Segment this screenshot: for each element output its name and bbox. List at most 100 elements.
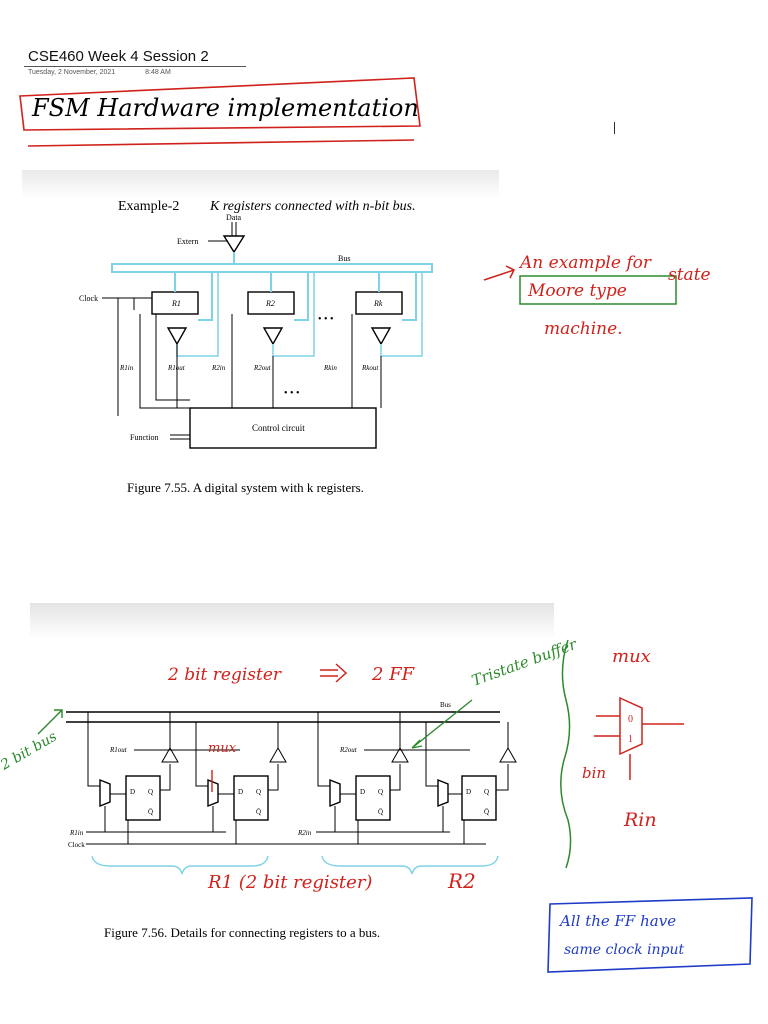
two-ff-note: 2 FF xyxy=(371,664,416,685)
fig1-r1out: R1out xyxy=(167,364,186,372)
fig2-r2-brace xyxy=(321,855,499,875)
svg-text:Q̄: Q̄ xyxy=(484,808,489,816)
arrow-icon xyxy=(483,265,516,281)
fig1-caption: Figure 7.55. A digital system with k reg… xyxy=(127,480,364,495)
fig2-mux-3 xyxy=(329,778,341,808)
fig1-r1-label: R1 xyxy=(171,299,181,308)
heading-text: FSM Hardware implementation xyxy=(31,94,419,122)
page-time: 8:48 AM xyxy=(145,69,171,76)
fig1-rk-tristate xyxy=(370,327,392,346)
fig2-tristate-2 xyxy=(269,746,287,763)
fig1-data-label: Data xyxy=(226,213,242,222)
fig1-function-label: Function xyxy=(130,433,158,442)
svg-text:D: D xyxy=(130,788,135,796)
svg-text:0: 0 xyxy=(628,714,633,725)
fig1-control-circuit xyxy=(189,407,377,449)
rin-note: Rin xyxy=(623,809,657,831)
fig2-r2out: R2out xyxy=(339,746,358,754)
fig1-extern-buffer xyxy=(222,235,246,254)
figure-7-56-annotations: 2 bit register 2 FF mux R1 (2 bit regist… xyxy=(167,646,684,893)
bin-note: bin xyxy=(582,764,606,782)
fig1-bus-label: Bus xyxy=(338,254,350,263)
fig2-r1-brace xyxy=(91,855,269,875)
r1-register-note: R1 (2 bit register) xyxy=(207,872,372,893)
fig1-extern-label: Extern xyxy=(177,237,198,246)
moore-note-boxed: Moore type xyxy=(527,281,627,301)
fig1-r2in: R2in xyxy=(211,364,226,372)
svg-text:D: D xyxy=(360,788,365,796)
fig2-tristate-4 xyxy=(499,746,517,763)
svg-text:Q: Q xyxy=(484,788,489,796)
svg-text:Q̄: Q̄ xyxy=(378,808,383,816)
figure-7-55-diagram: Example-2 K registers connected with n-b… xyxy=(79,199,433,495)
fig2-clock-label: Clock xyxy=(68,841,85,849)
figure-7-56-diagram: Bus R1out R2out D Q Q̄ D Q Q̄ D Q Q̄ D Q… xyxy=(66,701,517,940)
heading-annotation: FSM Hardware implementation xyxy=(19,77,421,147)
fig2-mux-4 xyxy=(437,778,449,808)
fig2-r1in: R1in xyxy=(69,829,84,837)
fig1-dots-1: • • • xyxy=(318,314,334,325)
heading-underline xyxy=(27,139,415,147)
svg-text:D: D xyxy=(238,788,243,796)
moore-note-line2: state xyxy=(668,265,711,285)
heading-box xyxy=(19,77,421,131)
implies-arrow-icon xyxy=(320,663,348,683)
svg-text:1: 1 xyxy=(628,734,633,745)
fig1-clock-label: Clock xyxy=(79,294,98,303)
svg-text:Q: Q xyxy=(148,788,153,796)
mux-note-small: mux xyxy=(208,741,237,756)
fig2-r1out: R1out xyxy=(109,746,128,754)
fig1-r2-label: R2 xyxy=(265,299,275,308)
title-divider xyxy=(24,66,246,67)
fig1-bus xyxy=(111,263,433,273)
clock-note-line1: All the FF have xyxy=(558,912,676,930)
fig2-r2in: R2in xyxy=(297,829,312,837)
fig2-tristate-3 xyxy=(391,746,409,763)
fig2-mux-1 xyxy=(99,778,111,808)
page-dateline: Tuesday, 2 November, 2021 8:48 AM xyxy=(28,69,199,76)
fig1-r2out: R2out xyxy=(253,364,272,372)
clock-note-box xyxy=(547,897,753,973)
fig2-ff-3 xyxy=(355,775,391,821)
fig1-example-desc: K registers connected with n-bit bus. xyxy=(209,199,416,214)
two-bit-register-note: 2 bit register xyxy=(167,665,282,685)
fig2-tristate-1 xyxy=(161,746,179,763)
page-date: Tuesday, 2 November, 2021 xyxy=(28,69,116,76)
fig1-r1-tristate xyxy=(166,327,188,346)
clock-note: All the FF have same clock input xyxy=(547,897,753,973)
moore-box xyxy=(519,275,677,305)
fig2-mux-2 xyxy=(207,778,219,808)
bus-arrow-icon xyxy=(37,709,63,735)
fig1-rk-label: Rk xyxy=(373,299,383,308)
two-bit-bus-note: 2 bit bus xyxy=(0,729,60,774)
svg-text:Q: Q xyxy=(378,788,383,796)
svg-text:Q̄: Q̄ xyxy=(148,808,153,816)
r2-note: R2 xyxy=(447,869,476,893)
svg-text:Q̄: Q̄ xyxy=(256,808,261,816)
fig2-ff-2 xyxy=(233,775,269,821)
svg-text:Q: Q xyxy=(256,788,261,796)
figure-7-55 xyxy=(22,170,499,520)
figure-7-56-shade xyxy=(30,603,554,639)
fig2-ff-4 xyxy=(461,775,497,821)
page-title: CSE460 Week 4 Session 2 xyxy=(28,48,209,65)
fig2-ff-1 xyxy=(125,775,161,821)
mux-sketch-icon xyxy=(619,696,643,756)
fig2-bus-label: Bus xyxy=(440,701,451,709)
fig2-caption: Figure 7.56. Details for connecting regi… xyxy=(104,925,380,940)
moore-note: An example for Moore type state machine. xyxy=(483,253,711,339)
fig1-control-label: Control circuit xyxy=(252,423,305,433)
fig1-rkin: Rkin xyxy=(323,364,337,372)
fig1-r2-tristate xyxy=(262,327,284,346)
mux-note: mux xyxy=(612,646,651,667)
svg-text:D: D xyxy=(466,788,471,796)
green-annotations: Tristate buffer 2 bit bus xyxy=(0,635,580,869)
fig1-example-label: Example-2 xyxy=(118,199,179,214)
text-cursor xyxy=(614,122,615,134)
moore-note-line1: An example for xyxy=(518,253,652,273)
tristate-arrow-icon xyxy=(411,699,473,749)
clock-note-line2: same clock input xyxy=(564,942,685,958)
figure-7-55-shade xyxy=(22,170,499,198)
fig1-rkout: Rkout xyxy=(361,364,379,372)
section-divider xyxy=(560,639,572,869)
